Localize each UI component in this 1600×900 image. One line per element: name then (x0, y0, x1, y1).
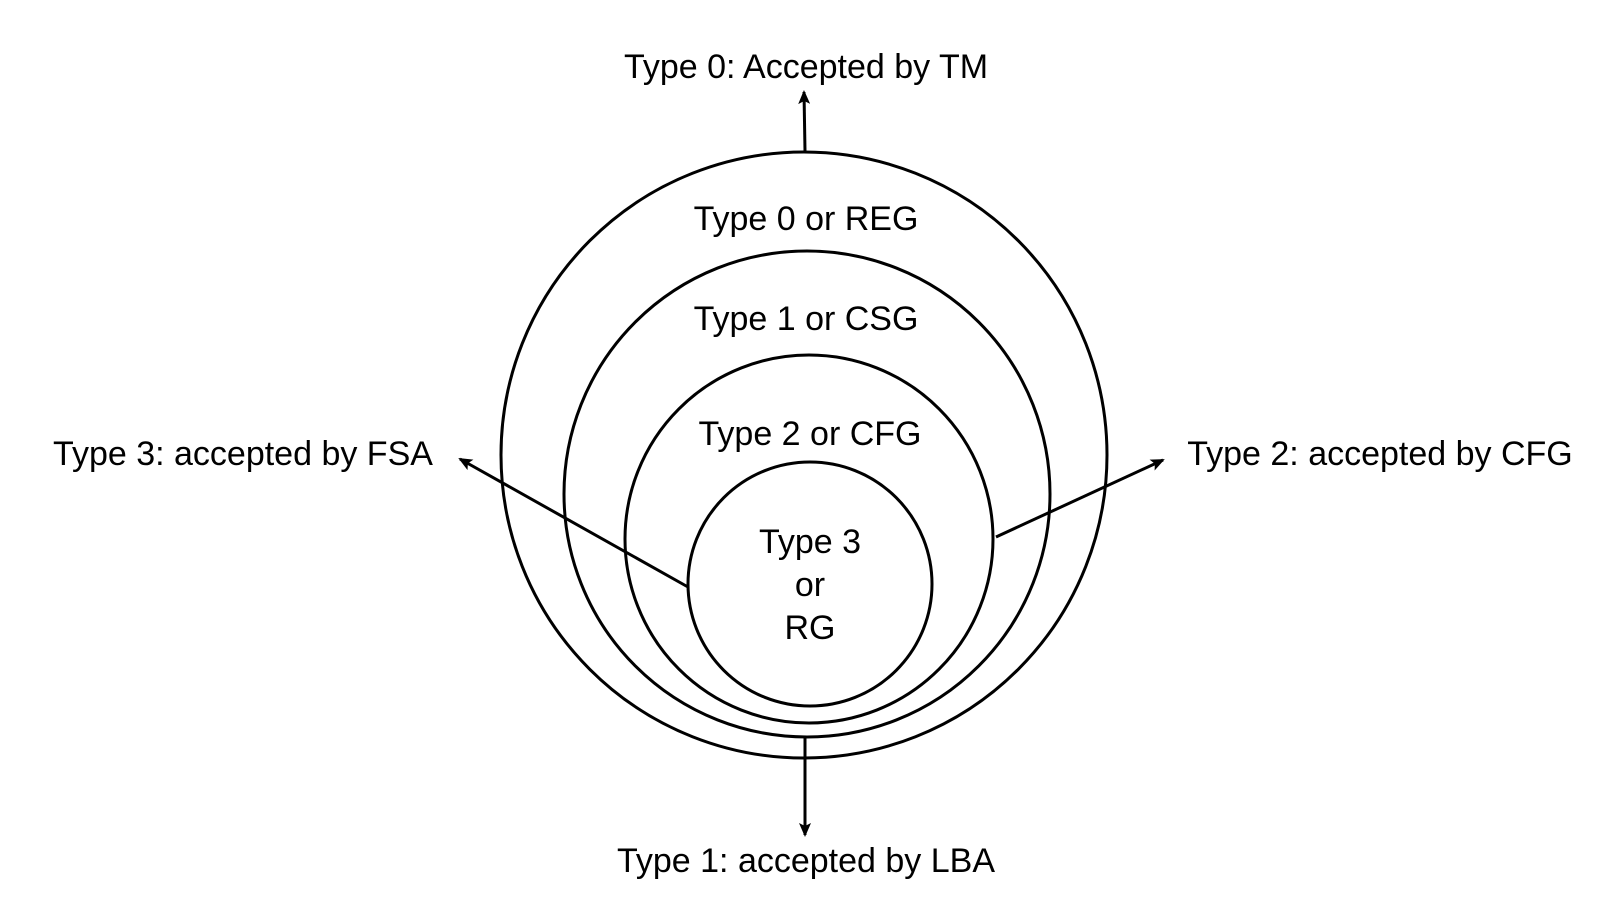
ring-label-type-0: Type 0 or REG (694, 200, 919, 238)
ring-type-3 (686, 460, 934, 708)
annotation-left: Type 3: accepted by FSA (53, 435, 433, 473)
ring-label-type-2: Type 2 or CFG (699, 415, 922, 453)
arrow-to-left-label (458, 457, 689, 589)
arrow-to-top-label (798, 90, 811, 152)
arrow-to-right-label (995, 458, 1165, 539)
annotation-right: Type 2: accepted by CFG (1187, 435, 1573, 473)
ring-label-type-1: Type 1 or CSG (694, 300, 919, 338)
ring-label-type-3-line-3: RG (785, 609, 836, 647)
annotation-top: Type 0: Accepted by TM (624, 48, 988, 86)
ring-type-1 (562, 249, 1052, 739)
annotation-bottom: Type 1: accepted by LBA (617, 842, 995, 880)
ring-label-type-3-line-2: or (795, 566, 825, 604)
ring-label-type-3-line-1: Type 3 (759, 523, 861, 561)
ring-type-0 (499, 150, 1109, 760)
ring-type-2 (623, 353, 995, 725)
